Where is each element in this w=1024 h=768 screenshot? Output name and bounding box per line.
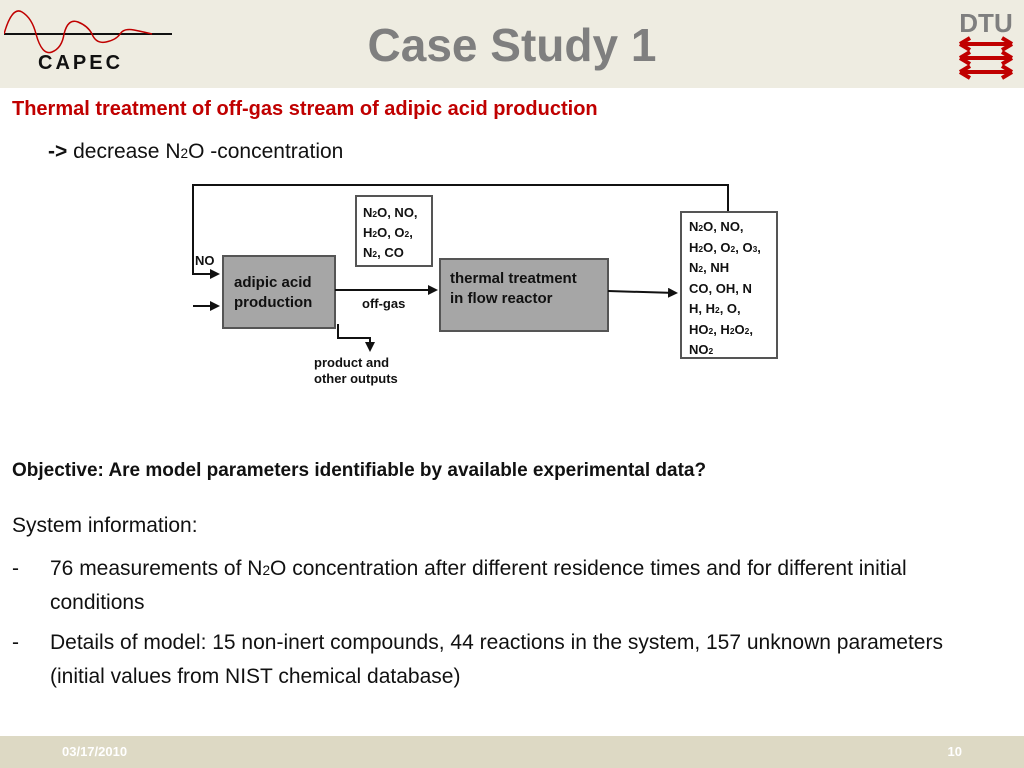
stream2-line-2: H2O, O2, O3, <box>689 239 761 255</box>
stream2-line-3: N2, NH <box>689 260 730 275</box>
offgas-label: off-gas <box>362 296 406 311</box>
product-line-1: product and <box>314 355 390 370</box>
product-label: product and other outputs <box>314 355 398 387</box>
dtu-logo-text: DTU <box>959 8 1012 38</box>
system-info-label: System information: <box>12 514 198 537</box>
bullet-dash: - <box>12 631 19 654</box>
slide-title: Case Study 1 <box>367 19 657 71</box>
box2-line-1: thermal treatment <box>450 270 577 287</box>
product-arrow <box>337 324 375 352</box>
input-no-label: NO <box>195 253 215 268</box>
bullet-dash: - <box>12 557 19 580</box>
stream2-line-7: NO2 <box>689 342 714 357</box>
recycle-line <box>192 184 729 279</box>
box2-line-2: in flow reactor <box>450 290 553 307</box>
box1-line-1: adipic acid <box>234 274 312 291</box>
goal-arrow: -> <box>48 140 68 163</box>
capec-logo-icon <box>4 10 172 54</box>
slide-footer: 03/17/2010 10 <box>0 736 1024 768</box>
slide-header: CAPEC Case Study 1 DTU <box>0 0 1024 88</box>
box2-label: thermal treatment in flow reactor <box>450 269 577 309</box>
stream2-line-5: H, H2, O, <box>689 301 741 316</box>
goal-line: -> decrease N2O -concentration <box>48 140 343 164</box>
stream1-line-3: N2, CO <box>363 245 404 260</box>
stream2-line-1: N2O, NO, <box>689 219 744 234</box>
stream1-line-2: H2O, O2, <box>363 225 413 240</box>
bullet-text: 76 measurements of N2O concentration aft… <box>50 557 907 614</box>
stream2-line-4: CO, OH, N <box>689 280 752 296</box>
objective-text: Objective: Are model parameters identifi… <box>12 460 707 481</box>
goal-text-prefix: decrease N <box>67 140 181 163</box>
page-number: 10 <box>947 744 962 759</box>
stream2-line-6: HO2, H2O2, <box>689 321 753 337</box>
goal-sub: 2 <box>180 146 189 161</box>
capec-logo-text: CAPEC <box>38 52 124 74</box>
output-arrow <box>607 287 678 298</box>
bullet-text: Details of model: 15 non-inert compounds… <box>50 631 943 688</box>
slide-subtitle: Thermal treatment of off-gas stream of a… <box>12 98 598 120</box>
stream1-text: N2O, NO, H2O, O2, N2, CO <box>363 203 418 263</box>
stream1-line-1: N2O, NO, <box>363 205 418 220</box>
box1-label: adipic acid production <box>234 273 312 313</box>
product-line-2: other outputs <box>314 371 398 386</box>
box1-line-2: production <box>234 294 313 311</box>
goal-text-suffix: O -concentration <box>188 140 344 163</box>
footer-date: 03/17/2010 <box>62 744 128 759</box>
stream2-text: N2O, NO, H2O, O2, O3, N2, NH CO, OH, N H… <box>689 217 761 361</box>
dtu-logo-icon: DTU <box>958 8 1014 80</box>
